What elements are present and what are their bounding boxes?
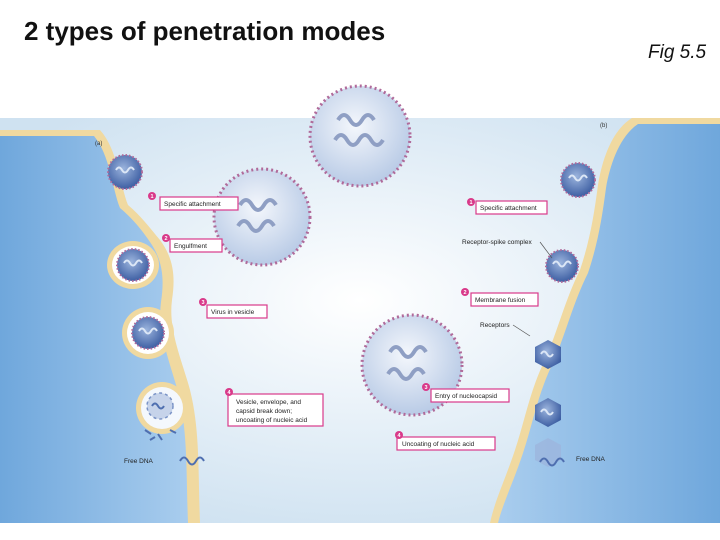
free-dna-label-left: Free DNA <box>124 458 154 465</box>
step-box-right-4: 4 Uncoating of nucleic acid <box>395 431 496 451</box>
step-label-left-4-line3: uncoating of nucleic acid <box>236 417 308 424</box>
small-virus-attached-left <box>107 154 143 190</box>
step-label-left-4-line2: capsid break down; <box>236 408 292 415</box>
receptors-pointer <box>512 324 531 337</box>
free-dna-left <box>179 456 205 466</box>
step-num-left-3: 3 <box>202 300 205 306</box>
step-label-right-2: Membrane fusion <box>475 297 526 304</box>
step-num-left-2: 2 <box>165 236 168 242</box>
panel-b-label: (b) <box>600 123 607 129</box>
receptor-spike-label: Receptor-spike complex <box>462 239 532 246</box>
step-num-right-4: 4 <box>398 433 402 439</box>
step-num-left-1: 1 <box>151 194 154 200</box>
receptors-label: Receptors <box>480 322 510 329</box>
step-label-left-3: Virus in vesicle <box>211 309 255 316</box>
figure-label: Fig 5.5 <box>648 42 707 63</box>
step-box-right-1: 1 Specific attachment <box>467 198 548 215</box>
step-box-left-3: 3 Virus in vesicle <box>199 298 268 319</box>
step-num-right-3: 3 <box>425 385 428 391</box>
large-virus-top <box>308 84 412 188</box>
step-num-right-2: 2 <box>464 290 467 296</box>
small-virus-fusing <box>545 249 579 283</box>
nucleocapsid-inside <box>535 398 561 427</box>
step-label-left-4-line1: Vesicle, envelope, and <box>236 399 301 406</box>
free-dna-label-right: Free DNA <box>576 456 606 463</box>
step-box-right-3: 3 Entry of nucleocapsid <box>422 383 510 403</box>
panel-a-label: (a) <box>95 141 102 147</box>
step-box-left-4: 4 Vesicle, envelope, and capsid break do… <box>225 388 324 427</box>
uncoating-virus-left <box>144 392 177 441</box>
step-box-left-2: 2 Engulfment <box>162 234 223 253</box>
small-virus-engulfed <box>116 248 150 282</box>
slide-title: 2 types of penetration modes <box>24 16 386 46</box>
step-box-left-1: 1 Specific attachment <box>148 192 239 211</box>
step-label-left-2: Engulfment <box>174 243 207 250</box>
small-virus-in-vesicle <box>131 316 165 350</box>
large-virus-left <box>212 167 312 267</box>
receptor-spike-pointer <box>539 241 553 259</box>
step-label-left-1: Specific attachment <box>164 201 221 208</box>
step-num-left-4: 4 <box>228 390 232 396</box>
step-box-right-2: 2 Membrane fusion <box>461 288 539 307</box>
free-dna-right <box>539 457 565 467</box>
step-label-right-4: Uncoating of nucleic acid <box>402 441 475 448</box>
left-cell-cytoplasm <box>0 136 188 523</box>
step-num-right-1: 1 <box>470 200 473 206</box>
small-virus-attached-right <box>560 162 596 198</box>
nucleocapsid-entering <box>535 340 561 369</box>
step-label-right-1: Specific attachment <box>480 205 537 212</box>
step-label-right-3: Entry of nucleocapsid <box>435 393 498 400</box>
